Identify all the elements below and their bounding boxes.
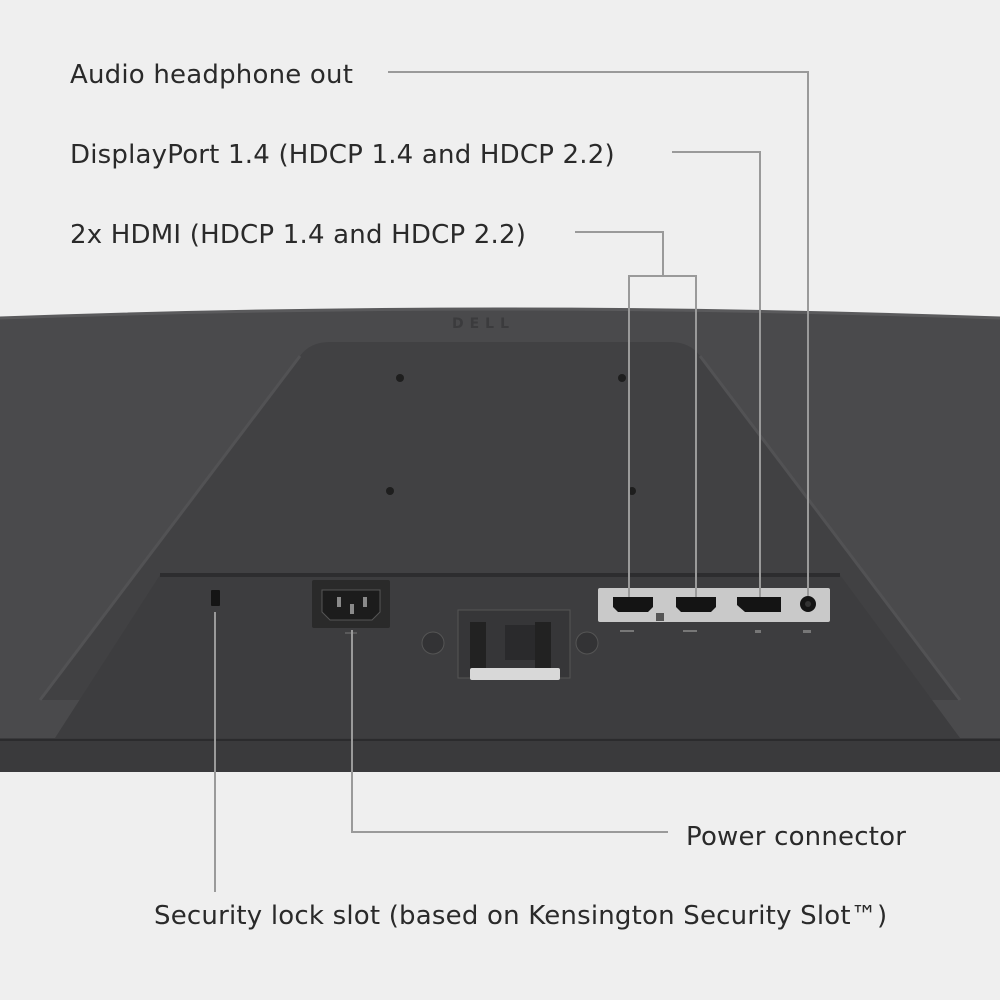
audio-leader bbox=[388, 71, 809, 596]
displayport-callout-label: DisplayPort 1.4 (HDCP 1.4 and HDCP 2.2) bbox=[70, 140, 615, 170]
power-leader bbox=[351, 630, 668, 833]
security-callout-label: Security lock slot (based on Kensington … bbox=[154, 901, 888, 931]
divider-icon bbox=[656, 613, 664, 621]
leader-lines bbox=[214, 71, 809, 892]
monitor-top-edge bbox=[0, 307, 1000, 320]
hdmi-leader-branch bbox=[628, 275, 697, 597]
vesa-hole-bl bbox=[386, 487, 394, 495]
stand-mount bbox=[421, 609, 599, 680]
vesa-hole-tr bbox=[618, 374, 626, 382]
power-callout-label: Power connector bbox=[686, 822, 907, 852]
displayport-leader bbox=[672, 151, 761, 597]
displayport-icon bbox=[737, 597, 781, 612]
monitor-back bbox=[0, 307, 1000, 772]
dell-logo-text: DELL bbox=[452, 316, 515, 332]
hdmi-icon bbox=[613, 597, 653, 612]
hdmi-leader bbox=[575, 231, 664, 276]
kensington-slot-icon bbox=[211, 590, 220, 606]
bottom-bezel bbox=[0, 738, 1000, 772]
audio-callout-label: Audio headphone out bbox=[70, 60, 354, 90]
vesa-hole-tl bbox=[396, 374, 404, 382]
dell-logo: DELL bbox=[452, 316, 515, 332]
ac-power-socket-icon bbox=[312, 580, 390, 634]
hdmi-callout-label: 2x HDMI (HDCP 1.4 and HDCP 2.2) bbox=[70, 220, 527, 250]
vesa-plate-edge bbox=[38, 355, 962, 701]
hdmi-icon bbox=[676, 597, 716, 612]
io-panel bbox=[598, 588, 830, 633]
